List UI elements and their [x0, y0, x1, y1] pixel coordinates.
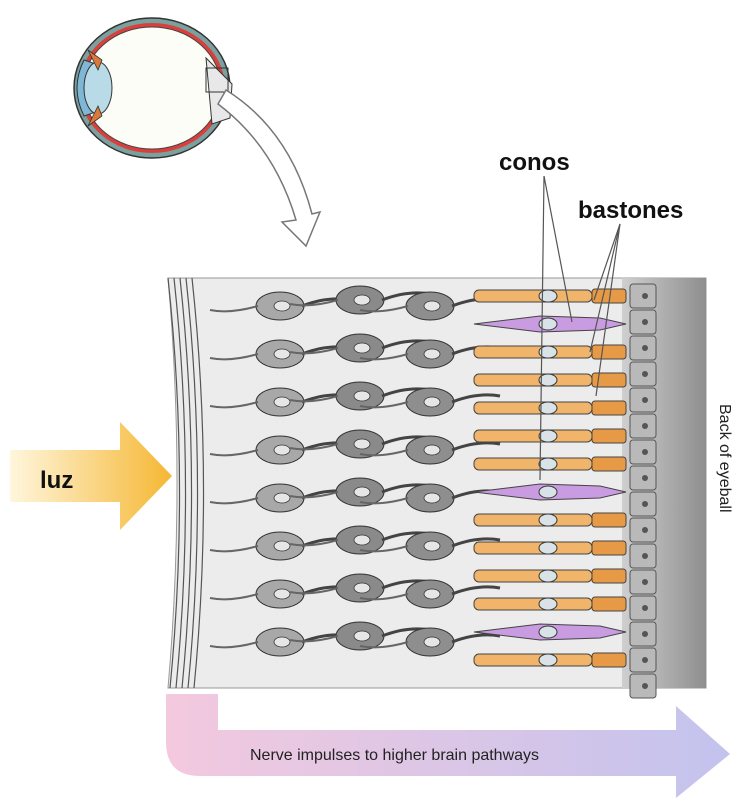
neuron-nucleus — [424, 637, 440, 647]
nerve-impulse-arrow: Nerve impulses to higher brain pathways — [166, 694, 730, 798]
neuron-nucleus — [274, 493, 290, 503]
neuron-nucleus — [354, 439, 370, 449]
neuron-nucleus — [424, 349, 440, 359]
photoreceptor-nucleus — [539, 542, 557, 554]
photoreceptor-nucleus — [539, 598, 557, 610]
epithelial-nucleus — [642, 683, 648, 689]
epithelial-nucleus — [642, 293, 648, 299]
epithelial-nucleus — [642, 345, 648, 351]
rod-cell — [474, 430, 592, 442]
neuron-nucleus — [424, 445, 440, 455]
rod-outer-segment — [592, 569, 626, 583]
rod-cell — [474, 570, 592, 582]
retina-cross-section — [168, 278, 706, 698]
neuron-nucleus — [354, 631, 370, 641]
neuron-nucleus — [274, 301, 290, 311]
rod-cell — [474, 402, 592, 414]
photoreceptor-nucleus — [539, 486, 557, 498]
rod-cell — [474, 290, 592, 302]
neuron-nucleus — [424, 589, 440, 599]
neuron-nucleus — [274, 637, 290, 647]
photoreceptor-nucleus — [539, 402, 557, 414]
light-label: luz — [40, 467, 73, 494]
photoreceptor-nucleus — [539, 626, 557, 638]
neuron-nucleus — [354, 535, 370, 545]
neuron-nucleus — [354, 295, 370, 305]
neuron-nucleus — [274, 589, 290, 599]
photoreceptor-nucleus — [539, 458, 557, 470]
rod-cell — [474, 542, 592, 554]
neuron-nucleus — [274, 349, 290, 359]
photoreceptor-nucleus — [539, 570, 557, 582]
rod-outer-segment — [592, 345, 626, 359]
photoreceptor-nucleus — [539, 430, 557, 442]
neuron-nucleus — [274, 445, 290, 455]
rod-cell — [474, 374, 592, 386]
rod-outer-segment — [592, 401, 626, 415]
neuron-nucleus — [424, 397, 440, 407]
neuron-nucleus — [274, 541, 290, 551]
rod-cell — [474, 458, 592, 470]
neuron-nucleus — [354, 583, 370, 593]
epithelial-nucleus — [642, 657, 648, 663]
rod-cell — [474, 654, 592, 666]
back-of-eyeball-label: Back of eyeball — [716, 404, 733, 513]
rod-cell — [474, 598, 592, 610]
photoreceptor-nucleus — [539, 514, 557, 526]
epithelial-nucleus — [642, 449, 648, 455]
cones-label: conos — [499, 149, 570, 176]
neuron-nucleus — [424, 301, 440, 311]
epithelial-nucleus — [642, 319, 648, 325]
epithelial-nucleus — [642, 631, 648, 637]
rod-outer-segment — [592, 653, 626, 667]
neuron-nucleus — [354, 343, 370, 353]
eyeball-illustration — [74, 18, 232, 158]
epithelial-nucleus — [642, 371, 648, 377]
rods-label: bastones — [578, 197, 683, 224]
nerve-label: Nerve impulses to higher brain pathways — [250, 747, 539, 764]
photoreceptor-nucleus — [539, 654, 557, 666]
epithelial-nucleus — [642, 423, 648, 429]
zoom-arrow — [218, 90, 320, 246]
epithelial-nucleus — [642, 527, 648, 533]
light-arrow: luz — [10, 422, 172, 530]
photoreceptor-nucleus — [539, 290, 557, 302]
epithelial-nucleus — [642, 605, 648, 611]
rod-outer-segment — [592, 513, 626, 527]
epithelial-nucleus — [642, 553, 648, 559]
epithelial-nucleus — [642, 579, 648, 585]
epithelial-nucleus — [642, 475, 648, 481]
rod-outer-segment — [592, 457, 626, 471]
epithelial-nucleus — [642, 397, 648, 403]
rod-outer-segment — [592, 541, 626, 555]
epithelial-nucleus — [642, 501, 648, 507]
neuron-nucleus — [354, 487, 370, 497]
rod-outer-segment — [592, 597, 626, 611]
neuron-nucleus — [424, 541, 440, 551]
neuron-nucleus — [354, 391, 370, 401]
rod-cell — [474, 346, 592, 358]
neuron-nucleus — [274, 397, 290, 407]
neuron-nucleus — [424, 493, 440, 503]
rod-cell — [474, 514, 592, 526]
rod-outer-segment — [592, 429, 626, 443]
